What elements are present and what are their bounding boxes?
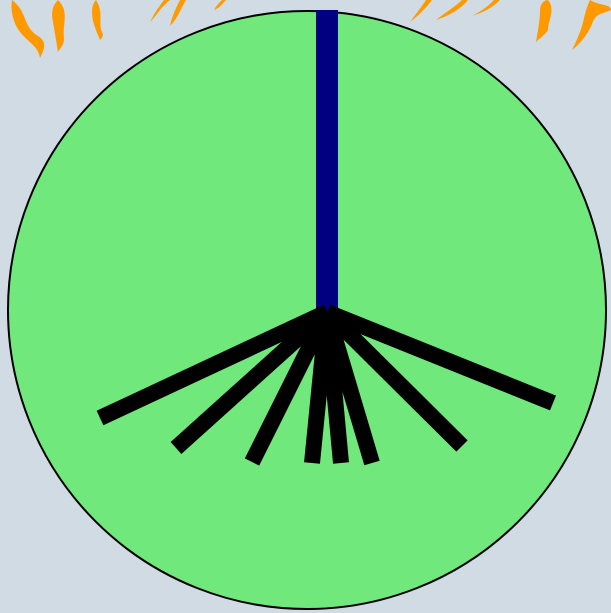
flame-icon <box>410 0 432 22</box>
pod-circle <box>8 11 606 609</box>
flame-icon <box>150 0 170 22</box>
root-hub <box>312 312 342 330</box>
flame-icon <box>170 0 186 26</box>
stem-icon <box>316 10 338 312</box>
flame-icon <box>536 0 552 42</box>
flame-icon <box>11 0 44 58</box>
flame-icon <box>52 0 65 52</box>
flame-icon <box>472 0 500 16</box>
flame-icon <box>436 0 468 20</box>
flame-icon <box>92 0 103 40</box>
flame-icon <box>572 0 611 50</box>
flame-icon <box>214 0 226 10</box>
